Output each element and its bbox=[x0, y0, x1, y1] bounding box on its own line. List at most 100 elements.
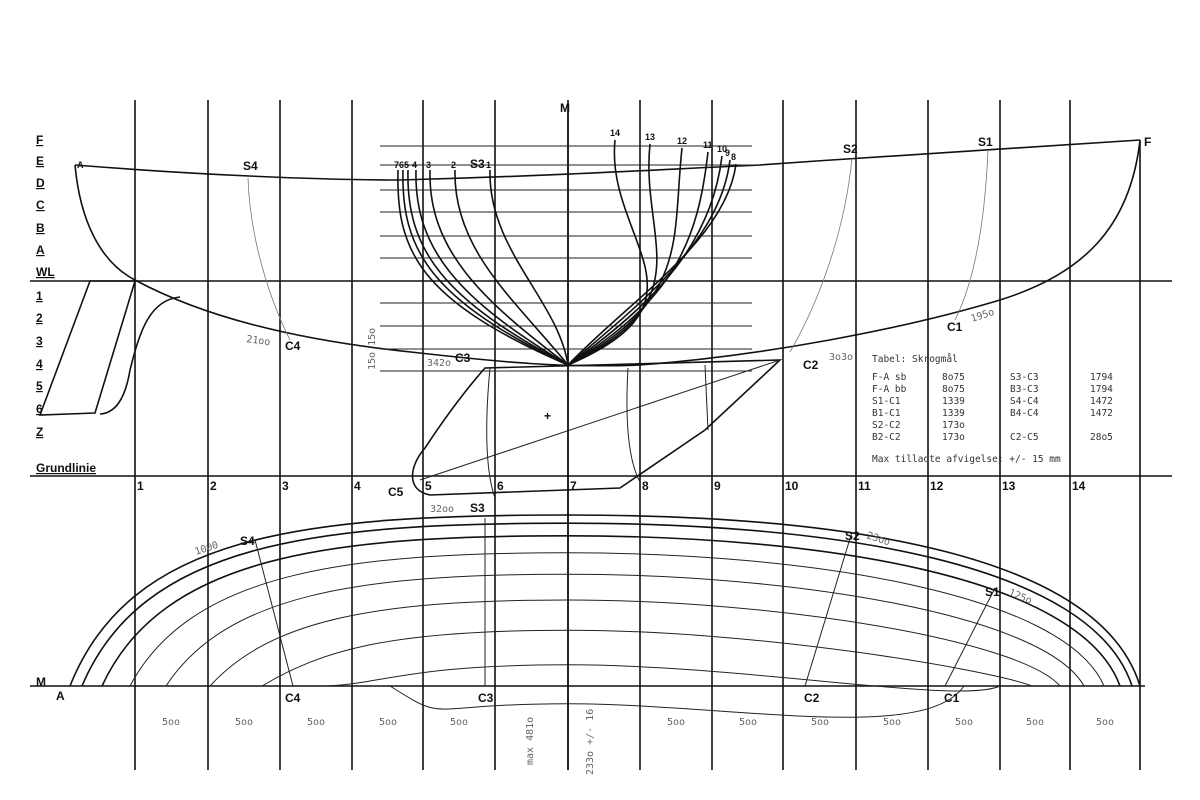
point-s4-plan: S4 bbox=[240, 534, 255, 548]
point-s3: S3 bbox=[470, 157, 485, 171]
dim-c4: 21oo bbox=[246, 334, 271, 348]
midline-label: M bbox=[36, 675, 46, 689]
section-curve-right bbox=[567, 139, 649, 366]
table-cell: 1339 bbox=[942, 408, 965, 419]
point-c1-plan: C1 bbox=[944, 691, 960, 705]
dim-vertical: 15o 15o bbox=[367, 328, 378, 370]
station-number: 2 bbox=[210, 479, 217, 493]
waterline-label: 5 bbox=[36, 379, 43, 393]
table-cell: 1472 bbox=[1090, 408, 1113, 419]
section-number: 6 bbox=[399, 160, 404, 170]
s2-c2-line bbox=[789, 157, 853, 353]
waterline-label: 2 bbox=[36, 311, 43, 325]
spacing-label: 5oo bbox=[811, 717, 829, 728]
section-curve-left bbox=[489, 169, 569, 366]
table-cell: 8o75 bbox=[942, 372, 965, 383]
station-number: 13 bbox=[1002, 479, 1016, 493]
dim-c2: 3o3o bbox=[829, 352, 853, 363]
s2-c2-plan-line bbox=[804, 531, 853, 687]
point-a-plan: A bbox=[56, 689, 65, 703]
section-curve-left bbox=[407, 169, 569, 366]
baseline-label: Grundlinie bbox=[36, 461, 96, 475]
waterline-label: B bbox=[36, 221, 45, 235]
table-cell: B1-C1 bbox=[872, 408, 901, 419]
section-curve-left bbox=[429, 169, 569, 366]
dim-c5: 32oo bbox=[430, 504, 454, 515]
plan-waterline bbox=[209, 599, 1061, 687]
section-number: 3 bbox=[426, 160, 431, 170]
point-a: A bbox=[77, 160, 84, 170]
skeg-outline bbox=[99, 296, 181, 415]
table-cell: S1-C1 bbox=[872, 396, 901, 407]
point-c5: C5 bbox=[388, 485, 404, 499]
point-c3-plan: C3 bbox=[478, 691, 494, 705]
dim-c1: 195o bbox=[970, 307, 996, 325]
dim-max: max 481o bbox=[525, 717, 536, 765]
plan-waterline bbox=[389, 685, 965, 718]
s1-c1-line bbox=[954, 149, 989, 321]
table-cell: 173o bbox=[942, 420, 965, 431]
cg-mark: + bbox=[544, 409, 551, 423]
station-number: 8 bbox=[642, 479, 649, 493]
waterline-label: Z bbox=[36, 425, 43, 439]
point-s1-plan: S1 bbox=[985, 585, 1000, 599]
spacing-label: 5oo bbox=[883, 717, 901, 728]
spacing-label: 5oo bbox=[162, 717, 180, 728]
section-number: 5 bbox=[404, 160, 409, 170]
table-cell: B3-C3 bbox=[1010, 384, 1039, 395]
point-c4-plan: C4 bbox=[285, 691, 301, 705]
section-number: 13 bbox=[645, 132, 655, 142]
section-curve-left bbox=[454, 169, 569, 366]
table-note: Max tilladte afvigelse: +/- 15 mm bbox=[872, 454, 1061, 465]
fin-keel bbox=[411, 359, 783, 496]
waterline-label: F bbox=[36, 133, 43, 147]
section-number: 14 bbox=[610, 128, 620, 138]
table-cell: F-A sb bbox=[872, 372, 907, 383]
waterline-label: WL bbox=[36, 265, 55, 279]
spacing-label: 5oo bbox=[379, 717, 397, 728]
plan-waterline bbox=[165, 573, 1085, 687]
plan-waterline bbox=[101, 534, 1121, 687]
waterline-label: C bbox=[36, 198, 45, 212]
table-cell: F-A bb bbox=[872, 384, 907, 395]
station-number: 14 bbox=[1072, 479, 1086, 493]
station-number: 10 bbox=[785, 479, 799, 493]
station-number: 9 bbox=[714, 479, 721, 493]
spacing-label: 5oo bbox=[235, 717, 253, 728]
section-curve-left bbox=[402, 169, 569, 366]
section-curve-right bbox=[567, 159, 731, 366]
point-c4: C4 bbox=[285, 339, 301, 353]
section-number: 2 bbox=[451, 160, 456, 170]
point-s4: S4 bbox=[243, 159, 258, 173]
point-c3: C3 bbox=[455, 351, 471, 365]
section-curve-left bbox=[415, 169, 569, 366]
section-number: 12 bbox=[677, 136, 687, 146]
point-c2: C2 bbox=[803, 358, 819, 372]
table-cell: B4-C4 bbox=[1010, 408, 1039, 419]
table-cell: 8o75 bbox=[942, 384, 965, 395]
table-cell: 1339 bbox=[942, 396, 965, 407]
section-curve-left bbox=[397, 169, 569, 366]
plan-waterline bbox=[69, 514, 1141, 687]
table-cell: S2-C2 bbox=[872, 420, 901, 431]
section-number: 4 bbox=[412, 160, 417, 170]
station-number: 5 bbox=[425, 479, 432, 493]
plan-waterline bbox=[81, 522, 1133, 687]
s4-c4-plan-line bbox=[254, 539, 294, 687]
spacing-label: 5oo bbox=[667, 717, 685, 728]
section-curve-right bbox=[567, 163, 737, 366]
spacing-label: 5oo bbox=[1096, 717, 1114, 728]
point-f: F bbox=[1144, 135, 1151, 149]
rudder-outline bbox=[38, 280, 137, 416]
s4-c4-line bbox=[247, 177, 291, 341]
spacing-label: 5oo bbox=[739, 717, 757, 728]
table-cell: 1794 bbox=[1090, 384, 1113, 395]
section-curve-right bbox=[567, 155, 723, 366]
table-title: Tabel: Skrogmål bbox=[872, 354, 958, 365]
plan-waterline bbox=[129, 552, 1105, 687]
sheer-line bbox=[74, 139, 1141, 181]
